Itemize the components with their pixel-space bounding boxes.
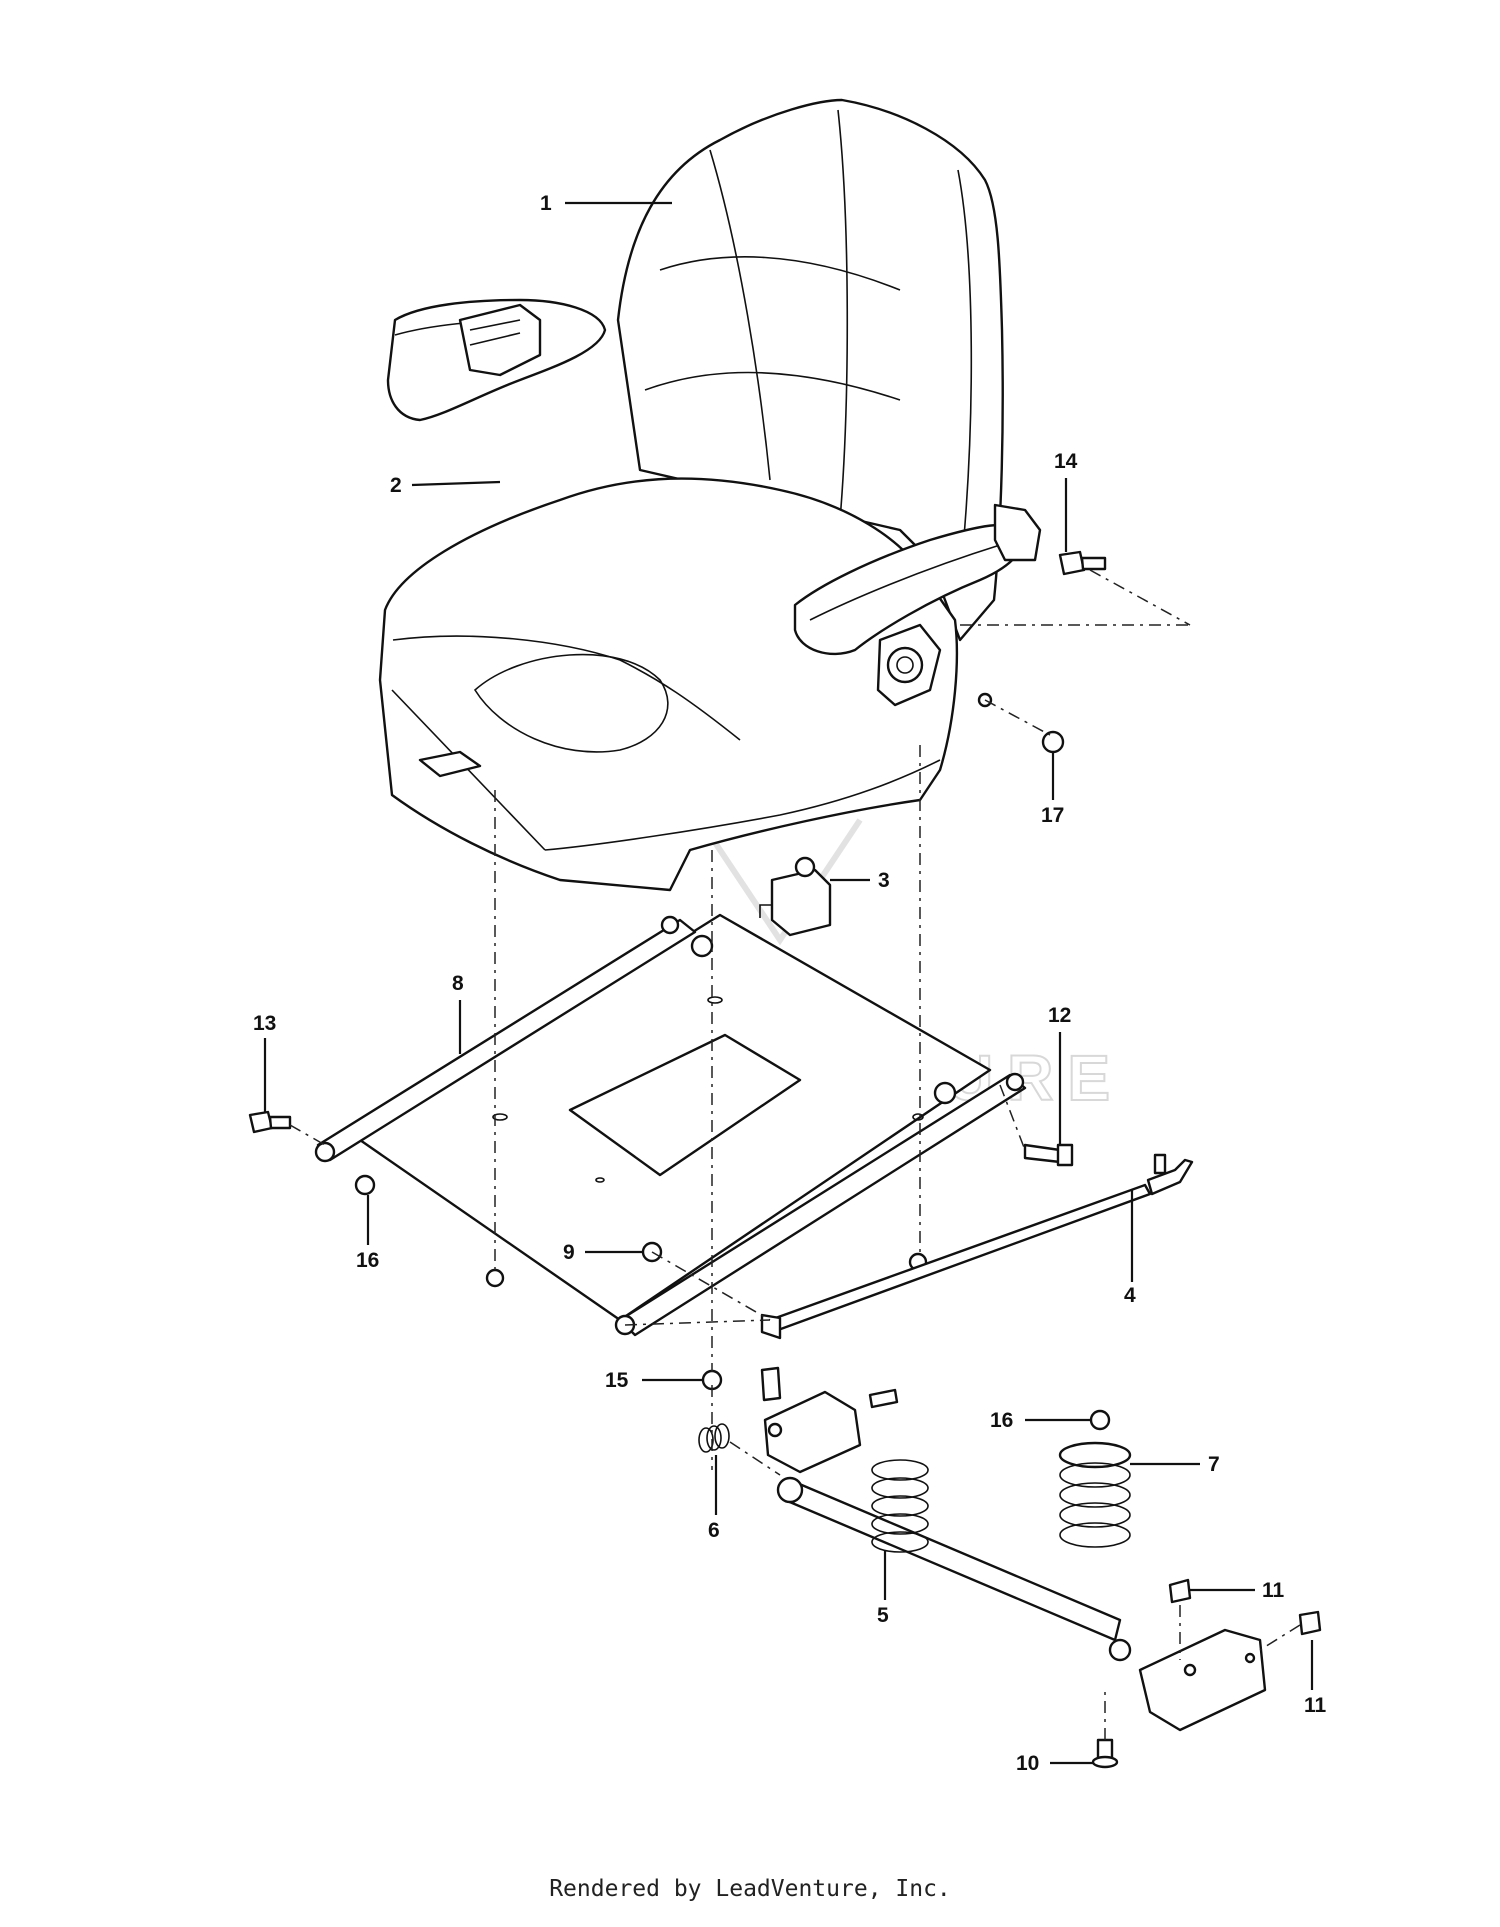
callout-3: 3 — [878, 869, 890, 892]
seat-slide-tab — [418, 750, 482, 778]
callout-12: 12 — [1048, 1004, 1071, 1027]
callout-16b: 16 — [990, 1409, 1013, 1432]
callout-7: 7 — [1208, 1453, 1220, 1476]
callout-17: 17 — [1041, 804, 1064, 827]
bolt-13 — [248, 1110, 292, 1134]
callout-16a: 16 — [356, 1249, 379, 1272]
rear-bracket — [1138, 1628, 1267, 1732]
callout-11a: 11 — [1262, 1579, 1285, 1602]
shaft-coil-spring — [871, 1459, 929, 1553]
coil-spring-7 — [1058, 1441, 1132, 1548]
seat-adjust-knob — [876, 623, 942, 707]
seat-base-plate — [314, 913, 1027, 1337]
callout-14: 14 — [1054, 450, 1078, 473]
nut-16-spring — [1089, 1409, 1111, 1431]
seat-backrest — [616, 98, 1004, 642]
callouts: 1 2 3 4 5 6 7 8 9 10 11 11 12 13 14 15 1 — [253, 192, 1327, 1775]
suspension-assembly — [698, 1366, 1322, 1769]
callout-8: 8 — [452, 972, 464, 995]
plate-nut-16 — [354, 1174, 376, 1196]
bolt-12 — [1023, 1143, 1074, 1167]
callout-5: 5 — [877, 1604, 889, 1627]
callout-15: 15 — [605, 1369, 629, 1392]
callout-9: 9 — [563, 1241, 575, 1264]
adjust-rod-4 — [760, 1153, 1194, 1340]
alignment-lines — [289, 569, 1301, 1740]
torsion-spring-6 — [698, 1423, 730, 1453]
base-plate-cutout — [568, 1033, 802, 1177]
bolt-14 — [1058, 550, 1107, 576]
seat — [378, 98, 1042, 892]
nut-17 — [1041, 730, 1065, 754]
callout-6: 6 — [708, 1519, 720, 1542]
seat-switch-3 — [759, 856, 832, 937]
seat-switch-bracket — [458, 303, 542, 377]
callout-11b: 11 — [1304, 1694, 1327, 1717]
callout-4: 4 — [1124, 1284, 1136, 1307]
seat-cushion — [378, 477, 959, 892]
callout-2: 2 — [390, 474, 402, 497]
callout-10: 10 — [1016, 1752, 1039, 1775]
callout-13: 13 — [253, 1012, 276, 1035]
footer-credit: Rendered by LeadVenture, Inc. — [549, 1876, 951, 1902]
seat-hinge-bracket — [993, 503, 1042, 562]
callout-1: 1 — [540, 192, 552, 215]
